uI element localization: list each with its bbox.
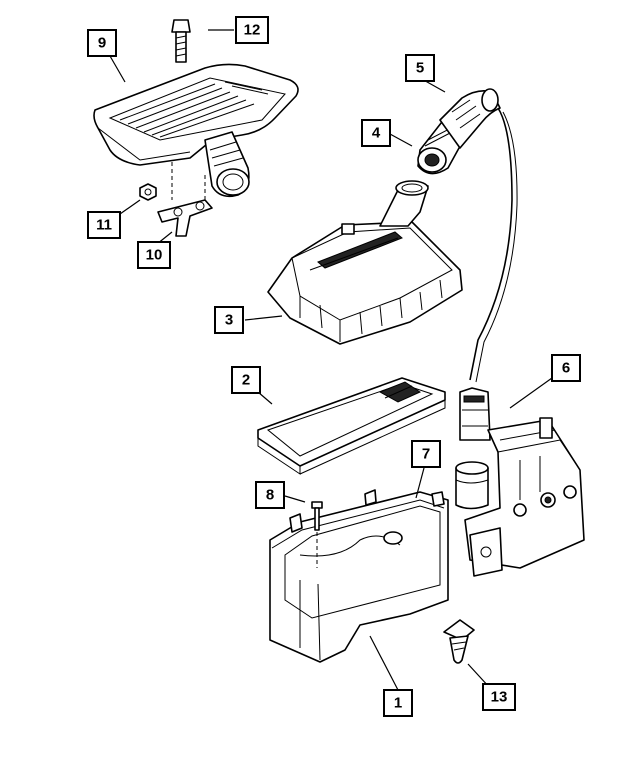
air-cleaner-lid-part — [267, 180, 463, 345]
callout-11: 11 — [87, 211, 121, 239]
air-cleaner-housing-part — [269, 489, 449, 663]
callout-label: 13 — [491, 689, 508, 706]
callout-1: 1 — [383, 689, 413, 717]
callout-label: 1 — [394, 695, 402, 712]
callout-label: 10 — [146, 247, 163, 264]
callout-label: 7 — [422, 446, 430, 463]
callout-label: 11 — [96, 217, 112, 234]
airflow-sensor-part — [455, 387, 491, 510]
callout-label: 3 — [225, 312, 233, 329]
callout-5: 5 — [405, 54, 435, 82]
callout-label: 8 — [266, 487, 274, 504]
callout-label: 12 — [244, 22, 261, 39]
callout-13: 13 — [482, 683, 516, 711]
bolt-part — [171, 19, 191, 63]
callout-4: 4 — [361, 119, 391, 147]
inlet-duct-cover-part — [93, 63, 299, 205]
callout-label: 2 — [242, 372, 250, 389]
callout-8: 8 — [255, 481, 285, 509]
push-pin-fastener-part — [443, 619, 475, 664]
nut-part — [139, 183, 157, 201]
callout-6: 6 — [551, 354, 581, 382]
callout-label: 6 — [562, 360, 570, 377]
filter-element-part — [257, 377, 446, 475]
bracket-part — [157, 199, 213, 237]
callout-label: 9 — [98, 35, 106, 52]
hose-elbow-part — [439, 88, 518, 383]
vehicle-body-section — [464, 417, 585, 577]
callout-9: 9 — [87, 29, 117, 57]
callout-7: 7 — [411, 440, 441, 468]
callout-2: 2 — [231, 366, 261, 394]
callout-12: 12 — [235, 16, 269, 44]
pin-part — [311, 501, 323, 568]
callout-10: 10 — [137, 241, 171, 269]
callout-label: 5 — [416, 60, 424, 77]
callout-3: 3 — [214, 306, 244, 334]
callout-label: 4 — [372, 125, 381, 142]
